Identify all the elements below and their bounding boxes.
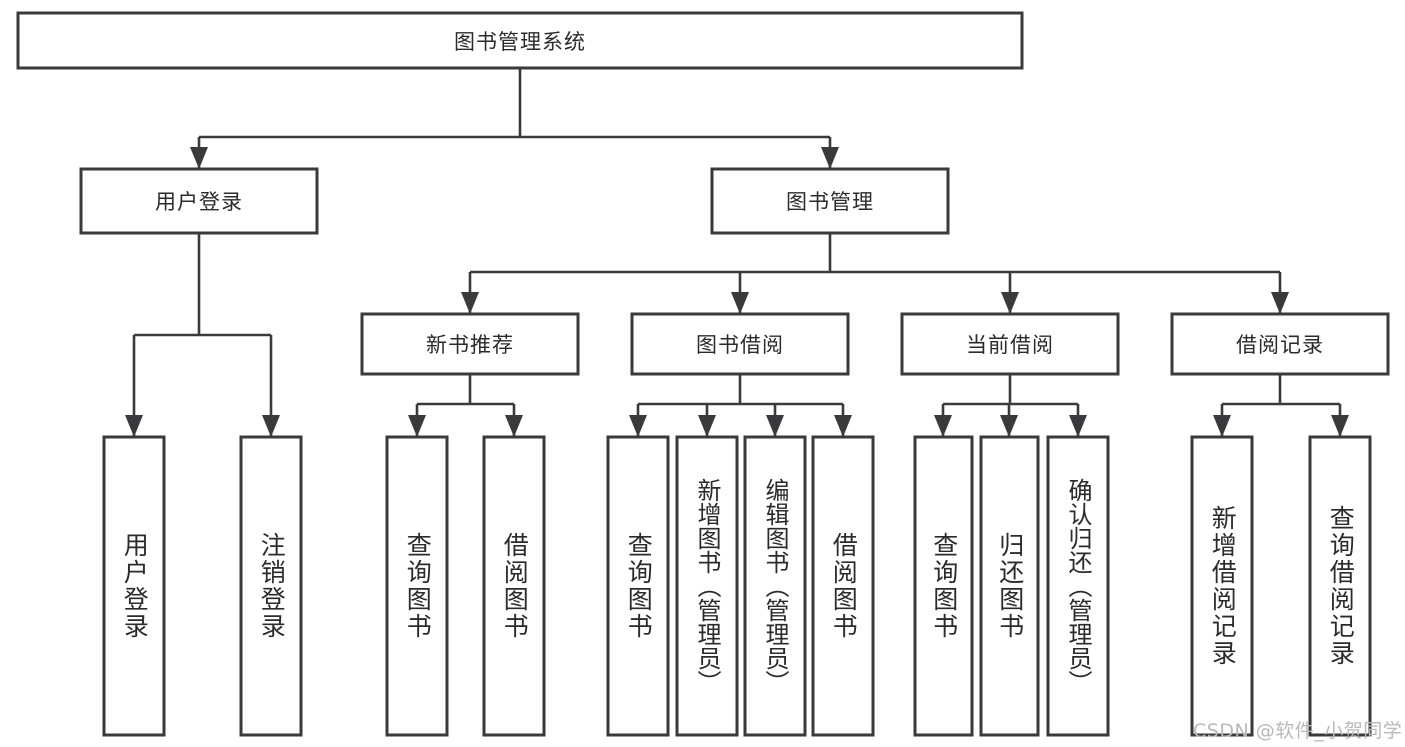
node-box-root — [16, 11, 1024, 70]
arrow-head-icon — [766, 415, 784, 437]
leaf-box-2 — [385, 435, 449, 737]
connectors-layer — [125, 68, 1349, 437]
leaf-box-7 — [811, 435, 875, 737]
leaf-box-8 — [913, 435, 974, 737]
arrow-head-icon — [262, 415, 280, 437]
arrow-head-icon — [1271, 292, 1289, 314]
node-box-level3-0 — [360, 312, 580, 376]
arrow-head-icon — [629, 415, 647, 437]
arrow-head-icon — [834, 415, 852, 437]
arrow-head-icon — [934, 415, 952, 437]
leaf-box-4 — [606, 435, 670, 737]
arrow-head-icon — [461, 292, 479, 314]
node-box-level2-0 — [79, 167, 319, 235]
leaf-box-6 — [743, 435, 807, 737]
arrow-head-icon — [1213, 415, 1231, 437]
leaf-box-5 — [675, 435, 739, 737]
arrow-head-icon — [821, 147, 839, 169]
arrow-head-icon — [505, 415, 523, 437]
leaf-box-11 — [1190, 435, 1254, 737]
arrow-head-icon — [731, 292, 749, 314]
leaf-box-1 — [239, 435, 303, 737]
leaf-box-3 — [482, 435, 546, 737]
node-box-level3-2 — [900, 312, 1120, 376]
arrow-head-icon — [1069, 415, 1087, 437]
arrow-head-icon — [1331, 415, 1349, 437]
arrow-head-icon — [698, 415, 716, 437]
node-box-level2-1 — [710, 167, 950, 235]
arrow-head-icon — [190, 147, 208, 169]
leaf-box-9 — [979, 435, 1040, 737]
node-box-level3-1 — [630, 312, 850, 376]
arrow-head-icon — [1000, 415, 1018, 437]
arrow-head-icon — [408, 415, 426, 437]
leaf-box-10 — [1046, 435, 1110, 737]
node-box-level3-3 — [1170, 312, 1390, 376]
arrow-head-icon — [125, 415, 143, 437]
node-boxes-layer — [16, 11, 1390, 737]
arrow-head-icon — [1001, 292, 1019, 314]
leaf-box-0 — [102, 435, 166, 737]
leaf-box-12 — [1308, 435, 1372, 737]
